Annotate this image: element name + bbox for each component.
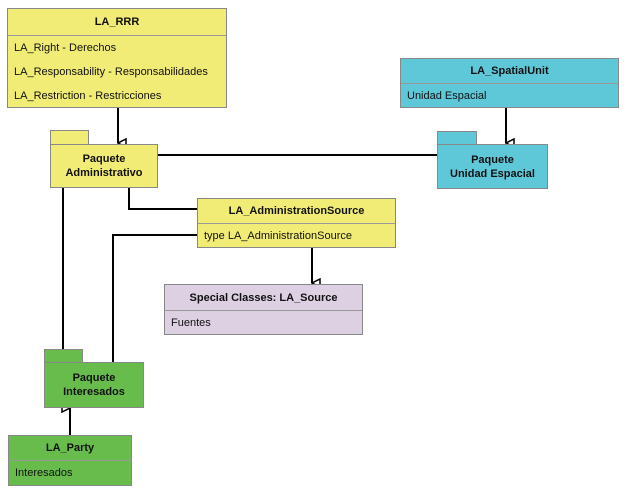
class-title: Special Classes: LA_Source [165, 285, 362, 311]
package-label: Paquete [471, 153, 514, 166]
class-title: LA_AdministrationSource [198, 199, 395, 224]
class-la-administrationsource[interactable]: LA_AdministrationSource type LA_Administ… [197, 198, 396, 248]
package-administrativo-tab [50, 130, 89, 145]
class-attribute: LA_Restriction - Restricciones [14, 89, 162, 102]
class-title: LA_RRR [8, 9, 226, 36]
class-la-source[interactable]: Special Classes: LA_Source Fuentes [164, 284, 363, 335]
admin-package-to-adminsource-edge [128, 187, 197, 210]
class-attribute: Interesados [15, 467, 73, 479]
package-interesados[interactable]: Paquete Interesados [44, 362, 144, 408]
class-attribute: type LA_AdministrationSource [204, 229, 352, 242]
class-attribute: Fuentes [171, 316, 211, 329]
class-title: LA_Party [9, 436, 131, 461]
package-label: Interesados [63, 386, 125, 398]
class-title: LA_SpatialUnit [401, 59, 618, 84]
package-interesados-tab [44, 349, 83, 363]
package-unidad-espacial-tab [437, 131, 477, 145]
class-la-party[interactable]: LA_Party Interesados [8, 435, 132, 486]
package-label: Unidad Espacial [450, 167, 535, 180]
class-attribute: Unidad Espacial [407, 89, 487, 102]
package-label: Administrativo [65, 167, 143, 179]
package-label: Paquete [72, 372, 116, 384]
package-unidad-espacial[interactable]: Paquete Unidad Espacial [437, 144, 548, 189]
class-la-rrr[interactable]: LA_RRR LA_Right - Derechos LA_Responsabi… [7, 8, 227, 108]
class-attribute: LA_Right - Derechos [14, 42, 117, 54]
package-administrativo[interactable]: Paquete Administrativo [50, 144, 158, 188]
class-attribute: LA_Responsability - Responsabilidades [14, 66, 208, 78]
class-la-spatialunit[interactable]: LA_SpatialUnit Unidad Espacial [400, 58, 619, 108]
package-label: Paquete [82, 153, 126, 165]
